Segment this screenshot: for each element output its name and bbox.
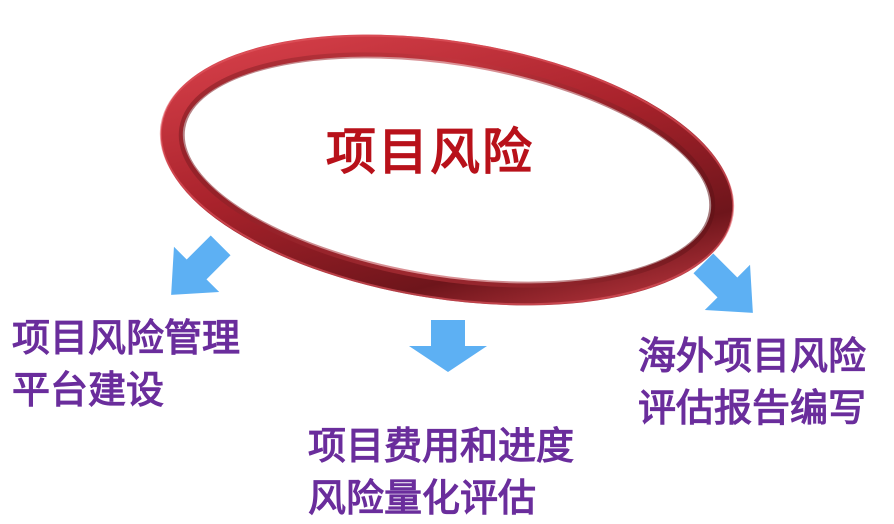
node-line: 海外项目风险 xyxy=(638,334,867,378)
arrow-down-icon xyxy=(409,320,487,372)
node-line: 项目风险管理 xyxy=(12,316,241,360)
node-line: 评估报告编写 xyxy=(638,386,867,430)
arrow-down-left-icon xyxy=(171,235,231,295)
arrow-down-right-icon xyxy=(693,253,753,313)
center-title: 项目风险 xyxy=(326,123,534,181)
node-line: 平台建设 xyxy=(12,368,165,412)
node-platform: 项目风险管理 平台建设 xyxy=(12,312,240,416)
node-cost-schedule: 项目费用和进度 风险量化评估 xyxy=(308,420,574,524)
node-line: 风险量化评估 xyxy=(308,476,537,520)
ring-shape xyxy=(159,34,735,306)
node-line: 项目费用和进度 xyxy=(308,424,575,468)
node-overseas-report: 海外项目风险 评估报告编写 xyxy=(638,330,866,434)
